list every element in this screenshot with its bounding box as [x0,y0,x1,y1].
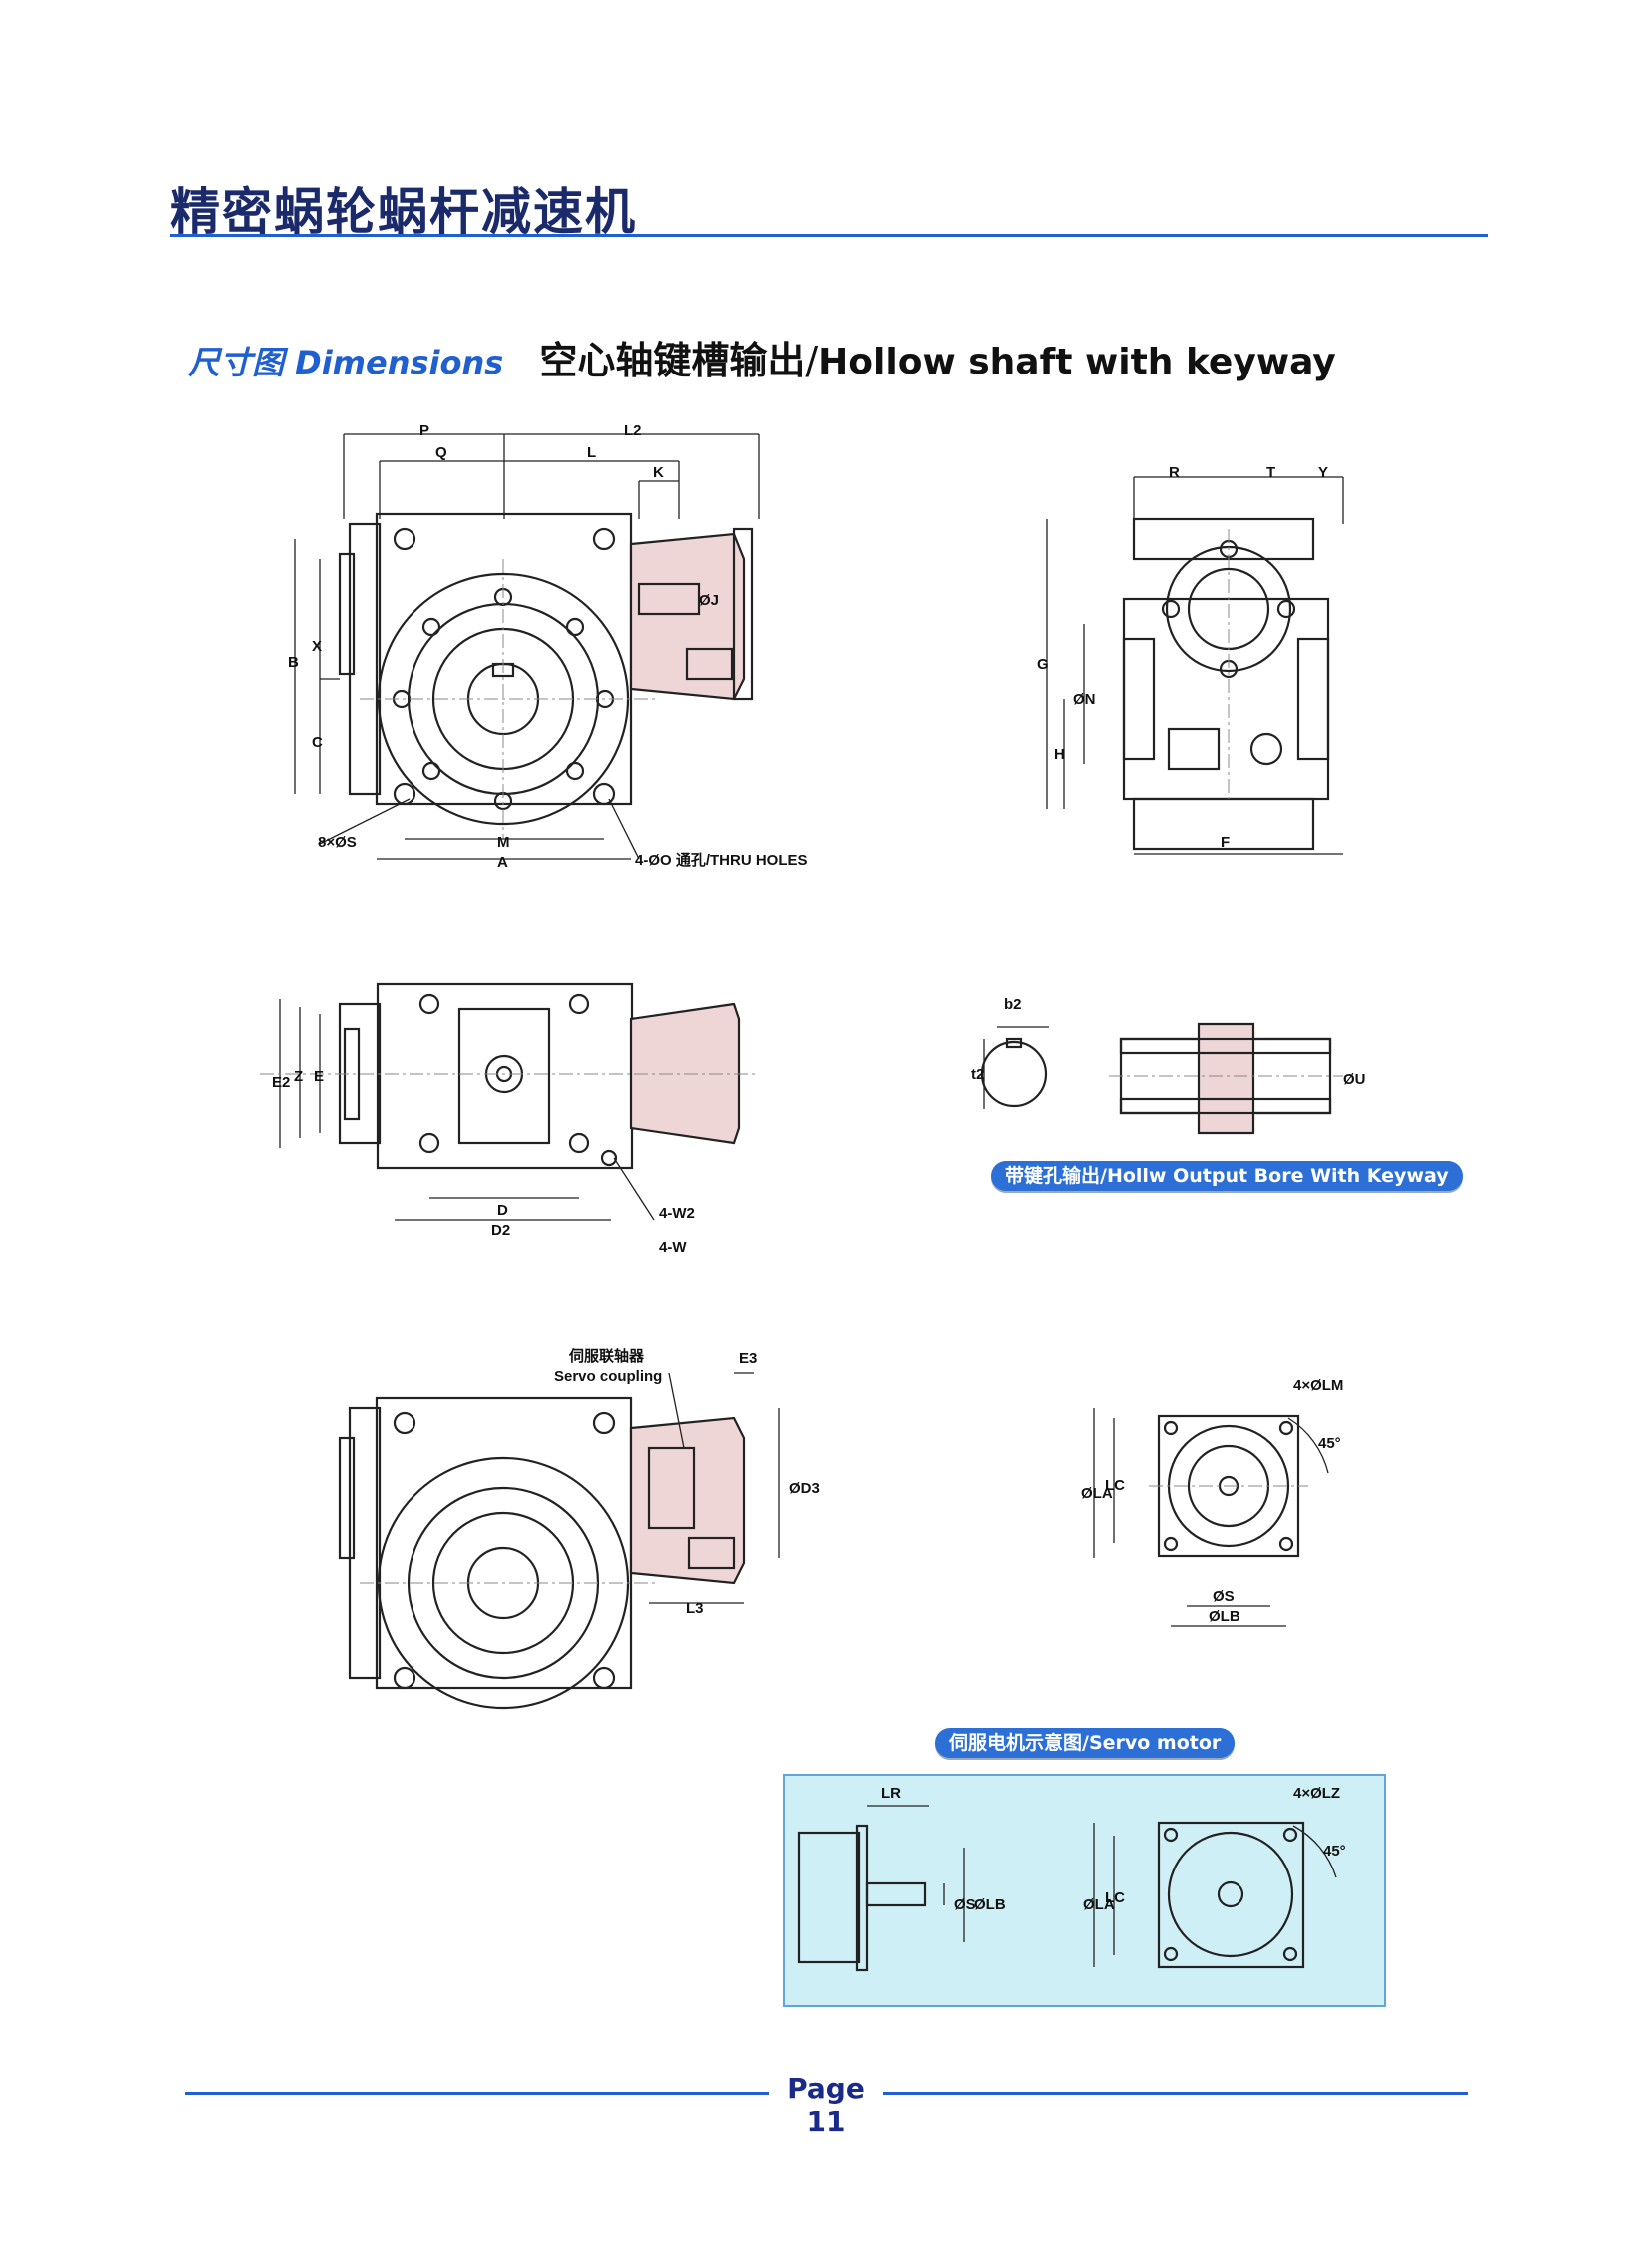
page-number: Page 11 [787,2072,865,2138]
section-title-en: Hollow shaft with keyway [818,342,1336,382]
holes-8xS: 8×ØS [318,834,357,851]
dim-C: C [312,734,323,751]
motor-dim-LC: LC [1105,1889,1125,1906]
dim-E: E [314,1068,324,1085]
title-rule [170,234,1488,237]
dim-F: F [1221,834,1230,851]
section-separator: / [805,339,819,382]
keyway-bore-badge: 带键孔输出/Hollw Output Bore With Keyway [991,1161,1463,1191]
dim-4xLM: 4×ØLM [1293,1377,1343,1394]
dim-L: L [587,444,596,461]
dim-E2: E2 [272,1074,290,1091]
dim-oD3: ØD3 [789,1480,820,1497]
dim-Y: Y [1318,464,1328,481]
dim-E3: E3 [739,1350,757,1367]
keyway-bore-drawing [980,1022,1343,1135]
section-tag: 尺寸图 Dimensions [188,344,504,381]
servo-motor-badge: 伺服电机示意图/Servo motor [935,1728,1236,1758]
motor-dim-oLB: ØLB [974,1896,1006,1913]
dim-b2: b2 [1004,996,1022,1013]
dim-H: H [1054,746,1065,763]
dim-oJ: ØJ [699,592,719,609]
motor-dim-oLA: ØLA [1083,1896,1115,1913]
dim-D: D [497,1202,508,1219]
dim-oLA: ØLA [1081,1485,1113,1502]
dim-oN: ØN [1073,691,1096,708]
servo-motor-drawing [797,1805,1337,1972]
footer-rule-right [883,2092,1468,2095]
motor-dim-oS: ØS [954,1896,976,1913]
servo-coupling-label-en: Servo coupling [554,1368,662,1385]
bottom-view-drawing [260,982,759,1221]
dim-t2: t2 [971,1066,984,1083]
flange-view-drawing [1093,1408,1329,1627]
dim-R: R [1169,464,1180,481]
dim-Q: Q [435,444,447,461]
dim-oU: ØU [1343,1071,1366,1088]
dim-LR: LR [881,1785,901,1802]
dim-LC: LC [1105,1477,1125,1494]
footer-rule-left [185,2092,769,2095]
page-title: 精密蜗轮蜗杆减速机 [170,183,637,241]
dim-4xLZ: 4×ØLZ [1293,1785,1340,1802]
servo-coupling-label-cn: 伺服联轴器 [568,1347,645,1365]
dim-Z: Z [294,1068,303,1085]
dim-L2: L2 [624,422,642,439]
dim-T: T [1266,464,1275,481]
dim-M: M [497,834,510,851]
section-heading: 尺寸图 Dimensions 空心轴键槽输出/Hollow shaft with … [188,330,1336,384]
thru-holes-note: 4-ØO 通孔/THRU HOLES [635,852,808,869]
dim-4-W2: 4-W2 [659,1205,695,1222]
dim-G: G [1037,656,1049,673]
section-title-cn: 空心轴键槽输出 [539,339,806,382]
dim-oS: ØS [1213,1588,1235,1605]
dim-K: K [653,464,664,481]
front-view-drawing [294,433,760,860]
dim-A: A [497,854,508,871]
dim-D2: D2 [491,1222,510,1239]
dim-P: P [419,422,429,439]
dim-X: X [312,638,322,655]
dim-4-W: 4-W [659,1239,687,1256]
dim-L3: L3 [686,1600,704,1617]
motor-angle: 45° [1323,1843,1346,1860]
dim-oLB: ØLB [1209,1608,1240,1625]
servo-coupling-drawing [338,1372,780,1710]
flange-angle: 45° [1318,1435,1341,1452]
side-view-drawing [1046,476,1344,855]
dim-B: B [288,654,299,671]
